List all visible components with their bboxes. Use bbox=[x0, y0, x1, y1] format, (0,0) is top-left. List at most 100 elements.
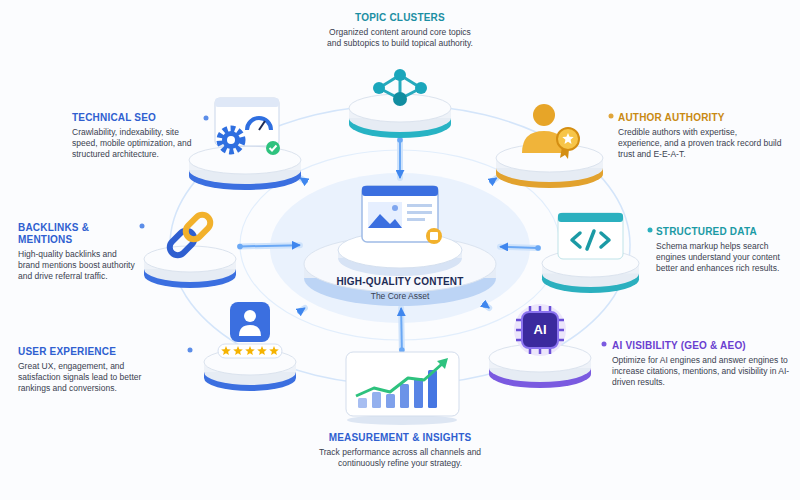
orbit-ring bbox=[170, 105, 630, 385]
icon-shape bbox=[514, 304, 566, 356]
icon-shape bbox=[182, 211, 213, 242]
node-heading: STRUCTURED DATA bbox=[656, 226, 794, 238]
user-experience-node: USER EXPERIENCEGreat UX, engagement, and… bbox=[200, 298, 300, 393]
connector-glow bbox=[398, 308, 405, 350]
connector-glow bbox=[500, 247, 538, 248]
text-group: TOPIC CLUSTERSOrganized content around c… bbox=[325, 12, 475, 49]
icon-shape bbox=[358, 398, 367, 408]
icon-shape bbox=[392, 205, 398, 211]
icon-shape bbox=[407, 211, 432, 214]
node-heading: HIGH-QUALITY CONTENT bbox=[300, 276, 500, 288]
icon-shape bbox=[394, 69, 406, 81]
connector-arrow bbox=[500, 247, 538, 248]
node-description: High-quality backlinks and brand mention… bbox=[18, 249, 138, 282]
icon-shape bbox=[558, 213, 623, 259]
icon-shape bbox=[269, 346, 279, 355]
icon-shape bbox=[239, 325, 261, 336]
icon-shape bbox=[222, 131, 240, 149]
icon-shape bbox=[562, 133, 573, 144]
icon-shape bbox=[426, 228, 442, 244]
icon-shape bbox=[400, 384, 409, 408]
node-illustration bbox=[485, 300, 595, 390]
icon-shape bbox=[356, 364, 442, 396]
text-group: USER EXPERIENCEGreat UX, engagement, and… bbox=[18, 346, 168, 394]
icon-shape bbox=[189, 146, 301, 174]
connector-arrow bbox=[300, 178, 305, 181]
text-group: STRUCTURED DATA Schema markup helps searc… bbox=[656, 226, 794, 274]
icon-shape bbox=[221, 346, 231, 355]
icon-shape bbox=[266, 141, 280, 155]
leader-dot bbox=[204, 116, 209, 121]
icon-shape bbox=[368, 214, 402, 228]
node-illustration bbox=[340, 350, 465, 425]
connector-glow bbox=[240, 245, 300, 246]
connector-arrow bbox=[399, 140, 401, 178]
center-glow bbox=[270, 173, 530, 323]
node-illustration bbox=[200, 298, 300, 393]
node-heading: TOPIC CLUSTERS bbox=[325, 12, 475, 24]
icon-shape bbox=[415, 82, 427, 94]
icon-shape bbox=[270, 146, 277, 151]
text-group: AUTHOR AUTHORITYCredible authors with ex… bbox=[618, 112, 783, 160]
text-group: TECHNICAL SEOCrawlability, indexability,… bbox=[72, 112, 204, 160]
icon-shape bbox=[368, 202, 402, 228]
chip-label: AI bbox=[525, 322, 555, 338]
text-group: HIGH-QUALITY CONTENT The Core Asset bbox=[300, 276, 500, 302]
icon-shape bbox=[230, 302, 270, 342]
node-illustration bbox=[538, 205, 643, 295]
icon-shape bbox=[372, 392, 381, 408]
connector-glow bbox=[485, 305, 489, 308]
connector-arrow bbox=[240, 245, 300, 246]
icon-shape bbox=[346, 352, 459, 416]
node-description: The Core Asset bbox=[300, 291, 500, 302]
leader-dot bbox=[648, 228, 653, 233]
icon-shape bbox=[233, 346, 243, 355]
node-description: Crawlability, indexability, site speed, … bbox=[72, 127, 204, 160]
icon-shape bbox=[557, 128, 579, 150]
node-heading: MEASUREMENT & INSIGHTS bbox=[300, 432, 500, 444]
icon-shape bbox=[522, 312, 558, 348]
leader-dot bbox=[188, 348, 193, 353]
icon-shape bbox=[414, 378, 423, 408]
node-heading: BACKLINKS & MENTIONS bbox=[18, 222, 138, 246]
icon-shape bbox=[245, 346, 255, 355]
node-description: Schema markup helps search engines under… bbox=[656, 241, 794, 274]
icon-shape bbox=[430, 232, 438, 240]
icon-shape bbox=[558, 213, 623, 222]
icon-shape bbox=[533, 104, 555, 126]
connector-glow bbox=[300, 178, 305, 181]
icon-shape bbox=[386, 394, 395, 408]
icon-shape bbox=[437, 358, 448, 369]
node-heading: AUTHOR AUTHORITY bbox=[618, 112, 783, 124]
connector-arrow bbox=[485, 305, 489, 308]
node-illustration bbox=[140, 205, 240, 290]
connector-glow bbox=[300, 308, 305, 311]
connector-glow bbox=[492, 178, 497, 181]
icon-shape bbox=[215, 98, 279, 107]
connector-arrow bbox=[492, 178, 497, 181]
node-heading: AI VISIBILITY (GEO & AEO) bbox=[612, 340, 790, 352]
backlinks-node: BACKLINKS & MENTIONSHigh-quality backlin… bbox=[140, 205, 240, 290]
icon-shape bbox=[220, 129, 242, 151]
ai-visibility-node: AI VISIBILITY (GEO & AEO)Optimize for AI… bbox=[485, 300, 595, 390]
icon-shape bbox=[244, 310, 256, 322]
node-illustration bbox=[345, 66, 455, 140]
core-node: HIGH-QUALITY CONTENT The Core Asset bbox=[300, 178, 500, 308]
icon-shape bbox=[373, 82, 385, 94]
structured-data-node: STRUCTURED DATASchema markup helps searc… bbox=[538, 205, 643, 295]
author-node: AUTHOR AUTHORITYCredible authors with ex… bbox=[492, 95, 607, 190]
leader-dot bbox=[609, 114, 614, 119]
icon-shape bbox=[247, 118, 271, 130]
node-illustration bbox=[185, 92, 305, 192]
icon-shape bbox=[227, 136, 235, 144]
leader-dot bbox=[140, 224, 145, 229]
text-group: BACKLINKS & MENTIONS High-quality backlin… bbox=[18, 222, 138, 282]
technical-node: TECHNICAL SEOCrawlability, indexability,… bbox=[185, 92, 305, 192]
connector-arrow bbox=[400, 308, 403, 350]
icon-shape bbox=[259, 121, 265, 130]
text-group: MEASUREMENT & INSIGHTS Track performance … bbox=[300, 432, 500, 469]
node-description: Track performance across all channels an… bbox=[300, 447, 500, 469]
node-illustration bbox=[492, 95, 607, 190]
topic-node: TOPIC CLUSTERSOrganized content around c… bbox=[345, 66, 455, 140]
